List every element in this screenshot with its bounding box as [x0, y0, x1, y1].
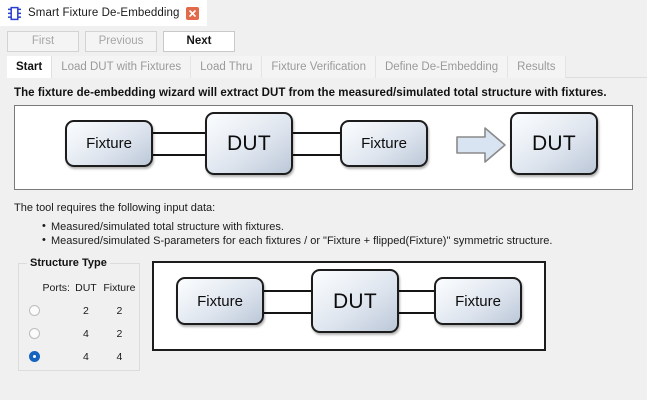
radio-cell-dut4-fixture2[interactable]	[27, 322, 43, 345]
value-fixture-option-1: 2	[116, 304, 123, 317]
preview-block-fixture-right: Fixture	[434, 277, 522, 325]
radio-dut2-fixture2[interactable]	[29, 305, 41, 317]
preview-wire-fixture1-dut-bottom	[264, 312, 312, 314]
tab-load-thru[interactable]: Load Thru	[191, 56, 263, 78]
window-title: Smart Fixture De-Embedding	[28, 7, 180, 19]
radio-dut4-fixture2[interactable]	[29, 328, 41, 340]
preview-block-dut: DUT	[311, 269, 399, 333]
col-header-ports: Ports:	[42, 282, 70, 294]
de-embedding-overview-diagram: Fixture DUT Fixture DUT	[14, 105, 633, 190]
close-icon[interactable]	[185, 6, 199, 20]
diagram-block-dut-extracted: DUT	[510, 112, 598, 175]
table-row[interactable]: 2 2	[27, 299, 139, 322]
value-fixture-option-3: 4	[116, 350, 123, 363]
structure-selection-row: Structure Type Ports: DUT Fixture	[0, 257, 647, 375]
first-button[interactable]: First	[7, 30, 79, 52]
previous-button[interactable]: Previous	[85, 30, 157, 52]
diagram-block-dut-measured: DUT	[205, 112, 293, 175]
value-fixture-option-2: 2	[116, 327, 123, 340]
tab-results[interactable]: Results	[508, 56, 566, 78]
preview-wire-dut-fixture2-top	[386, 290, 434, 292]
spacer-cell	[43, 322, 72, 345]
wire-dut-fixture2-bottom	[291, 154, 341, 156]
tab-start[interactable]: Start	[7, 56, 53, 78]
preview-block-fixture-left: Fixture	[176, 277, 264, 325]
value-dut-option-1: 2	[82, 304, 89, 317]
structure-type-title: Structure Type	[27, 257, 110, 269]
diagram-block-fixture-left: Fixture	[65, 120, 153, 167]
preview-wire-dut-fixture2-bottom	[386, 312, 434, 314]
tab-strip: Start Load DUT with Fixtures Load Thru F…	[0, 56, 647, 78]
col-header-dut: DUT	[75, 282, 97, 294]
tab-content-start: The fixture de-embedding wizard will ext…	[0, 87, 647, 375]
table-row[interactable]: 4 4	[27, 345, 139, 368]
right-arrow-icon	[456, 127, 506, 163]
requirements-intro: The tool requires the following input da…	[14, 202, 216, 214]
window-title-tab[interactable]: Smart Fixture De-Embedding	[0, 0, 207, 26]
wire-fixture1-dut-bottom	[152, 154, 220, 156]
title-bar-filler	[206, 0, 647, 26]
radio-cell-dut4-fixture4[interactable]	[27, 345, 43, 368]
wizard-nav-toolbar: First Previous Next	[0, 26, 647, 56]
table-row[interactable]: 4 2	[27, 322, 139, 345]
structure-preview-diagram: Fixture DUT Fixture	[152, 261, 546, 351]
structure-type-options-table: Ports: DUT Fixture 2 2	[27, 282, 139, 368]
table-header-row: Ports: DUT Fixture	[27, 282, 139, 299]
tab-fixture-verification[interactable]: Fixture Verification	[262, 56, 376, 78]
spacer-cell	[43, 299, 72, 322]
preview-wire-fixture1-dut-top	[264, 290, 312, 292]
tab-define-de-embedding[interactable]: Define De-Embedding	[375, 56, 509, 78]
col-header-fixture: Fixture	[103, 282, 136, 294]
structure-type-group: Structure Type Ports: DUT Fixture	[18, 257, 140, 371]
chip-icon	[7, 6, 22, 21]
title-bar: Smart Fixture De-Embedding	[0, 0, 647, 26]
wire-fixture1-dut-top	[152, 132, 220, 134]
diagram-block-fixture-right: Fixture	[340, 120, 428, 167]
spacer-cell	[43, 345, 72, 368]
value-dut-option-3: 4	[82, 350, 89, 363]
requirements-list: Measured/simulated total structure with …	[0, 220, 647, 247]
tab-load-dut-with-fixtures[interactable]: Load DUT with Fixtures	[52, 56, 192, 78]
radio-cell-dut2-fixture2[interactable]	[27, 299, 43, 322]
radio-dut4-fixture4[interactable]	[29, 351, 41, 363]
value-dut-option-2: 4	[82, 327, 89, 340]
next-button[interactable]: Next	[163, 30, 235, 52]
wire-dut-fixture2-top	[291, 132, 341, 134]
list-item: Measured/simulated S-parameters for each…	[42, 234, 647, 247]
col-header-select	[27, 282, 43, 299]
page-headline: The fixture de-embedding wizard will ext…	[14, 87, 607, 99]
list-item: Measured/simulated total structure with …	[42, 220, 647, 233]
